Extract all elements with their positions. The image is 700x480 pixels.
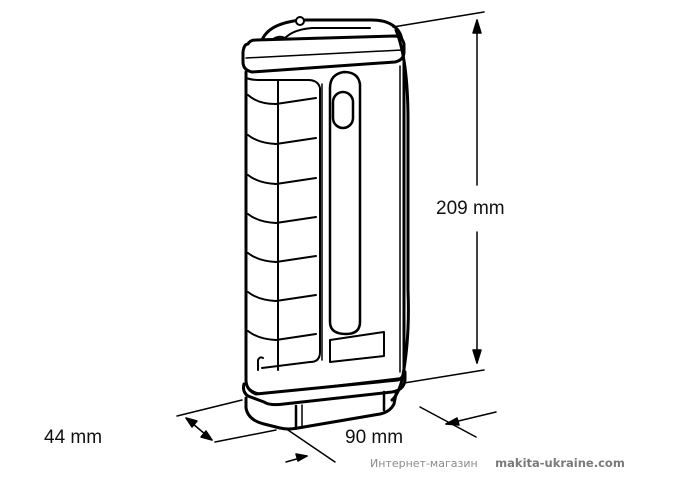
watermark: Интернет-магазин makita-ukraine.com <box>370 456 625 470</box>
watermark-shop-label: Интернет-магазин <box>370 457 478 470</box>
depth-dimension-label: 44 mm <box>44 427 103 448</box>
width-dimension-label: 90 mm <box>345 427 404 448</box>
watermark-site-link: makita-ukraine.com <box>495 456 625 470</box>
dimension-lines <box>176 11 497 463</box>
height-dimension-label: 209 mm <box>436 198 505 219</box>
work-light-body <box>241 16 410 431</box>
